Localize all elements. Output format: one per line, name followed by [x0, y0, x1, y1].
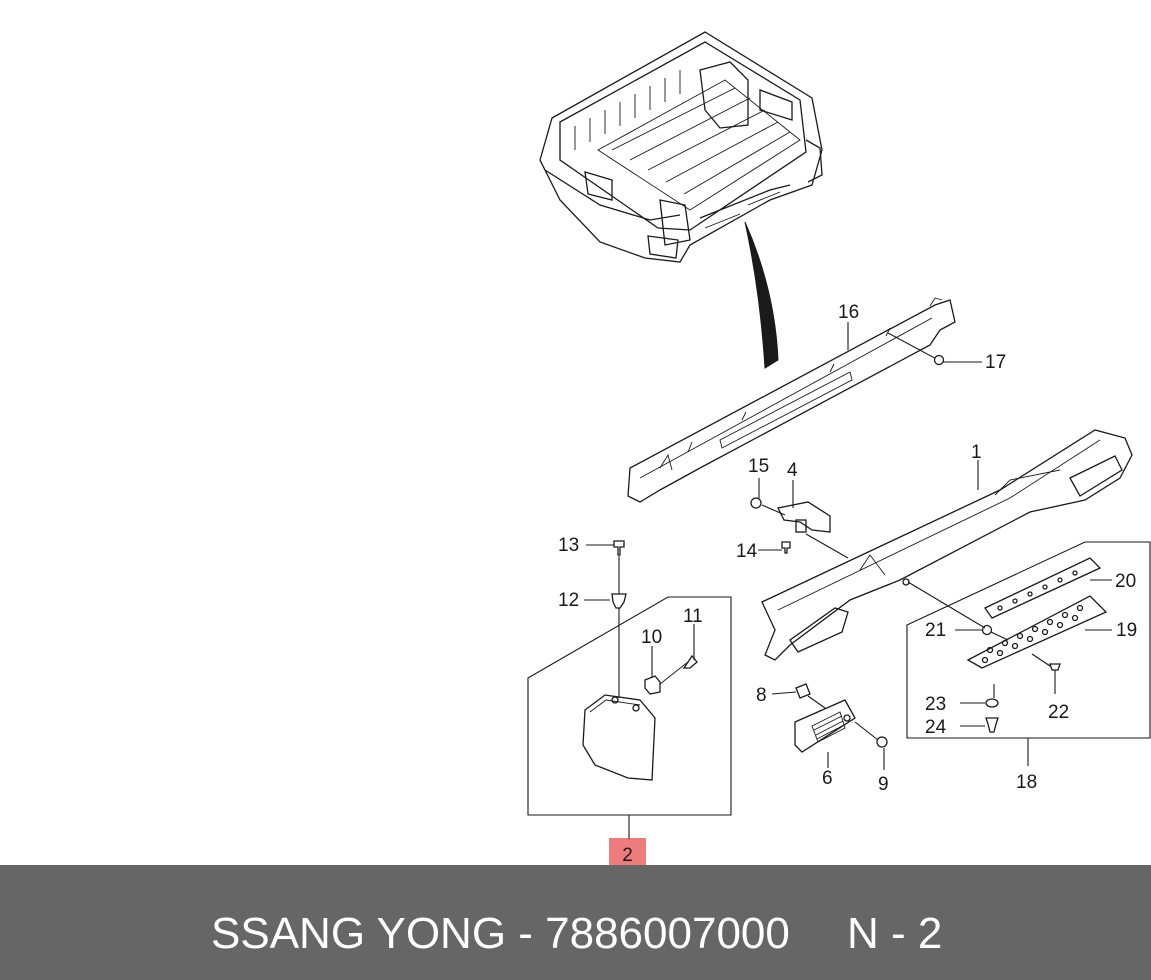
- callout-16: 16: [838, 302, 859, 323]
- screw-22: [1049, 663, 1061, 671]
- reflector-6: [794, 699, 856, 753]
- bolt-14: [781, 541, 791, 554]
- clip-10: [644, 675, 661, 695]
- callout-24: 24: [925, 717, 947, 738]
- footer-bar: [0, 865, 1151, 980]
- clip-8: [795, 683, 811, 699]
- callout-22: 22: [1048, 702, 1069, 723]
- callout-23: 23: [925, 694, 946, 715]
- callout-14: 14: [736, 541, 758, 562]
- screw-9: [876, 736, 888, 748]
- callout-17: 17: [985, 352, 1006, 373]
- pad-19: [966, 595, 1108, 669]
- screw-13: [613, 540, 625, 556]
- nut-15: [750, 497, 762, 509]
- callout-6: 6: [822, 768, 833, 789]
- bracket-4: [777, 501, 831, 533]
- pad-20: [984, 557, 1102, 619]
- callout-15: 15: [748, 456, 769, 477]
- rear-bumper-1: [761, 429, 1133, 661]
- footer-part-number: SSANG YONG - 7886007000: [211, 909, 790, 958]
- screw-11: [659, 654, 698, 685]
- washer-23: [985, 698, 999, 708]
- bolt-17: [933, 354, 945, 366]
- truck-bed-illustration: [539, 31, 823, 263]
- assembly-box-18: [906, 541, 1151, 739]
- callout-8: 8: [756, 685, 767, 706]
- callout-11: 11: [683, 606, 703, 627]
- callout-18: 18: [1016, 772, 1037, 793]
- rivet-24: [985, 717, 999, 733]
- callout-12: 12: [558, 590, 579, 611]
- bed-rail-16: [627, 297, 956, 503]
- parts-diagram: 16 17 1 15 4 14 13 12 11 10 8 6 9 20 19 …: [527, 31, 1151, 840]
- callout-10: 10: [641, 627, 662, 648]
- fastener-12: [611, 593, 627, 609]
- corner-cap-2: [582, 694, 656, 781]
- callout-4: 4: [787, 460, 798, 481]
- callout-1: 1: [971, 442, 982, 463]
- footer-diagram-code: N - 2: [847, 909, 943, 958]
- assembly-box-2: [527, 596, 732, 816]
- callout-19: 19: [1116, 620, 1137, 641]
- callout-21: 21: [925, 620, 946, 641]
- callout-20: 20: [1115, 571, 1136, 592]
- reference-arrow: [744, 221, 779, 369]
- callout-9: 9: [878, 774, 889, 795]
- highlighted-part-label: 2: [622, 845, 633, 866]
- callout-13: 13: [558, 535, 579, 556]
